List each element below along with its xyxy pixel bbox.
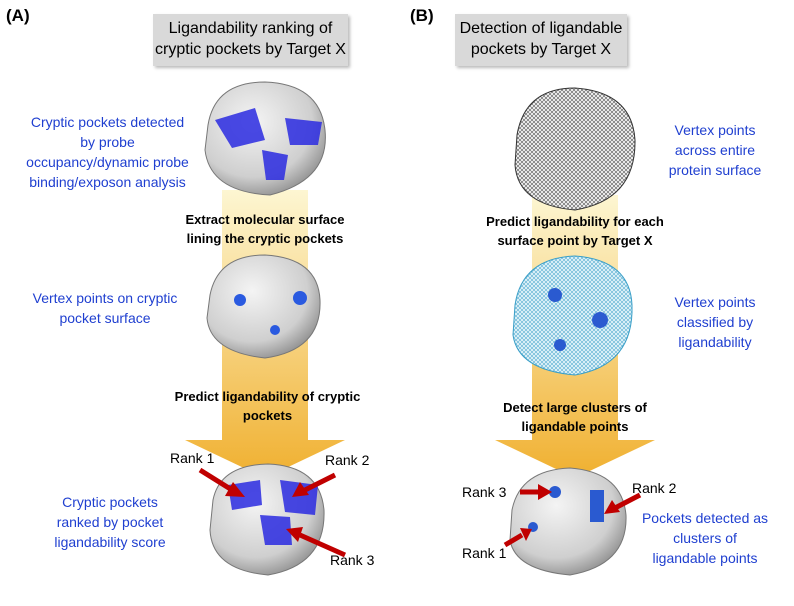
text-line: ligandability xyxy=(678,334,752,350)
text-line: protein surface xyxy=(668,162,762,178)
rank-label-b2: Rank 2 xyxy=(632,480,677,496)
text-line: by probe xyxy=(80,134,135,150)
text-line: Detect large clusters of xyxy=(503,400,647,415)
step-b2: Detect large clusters of ligandable poin… xyxy=(480,398,670,436)
text-line: Predict ligandability for each xyxy=(486,214,664,229)
panel-label-a: (A) xyxy=(6,6,30,25)
desc-b3: Pockets detected as clusters of ligandab… xyxy=(625,508,785,568)
text-line: ranked by pocket xyxy=(56,514,164,530)
rank-label-a1: Rank 1 xyxy=(170,450,215,466)
title-box-b: Detection of ligandable pockets by Targe… xyxy=(455,14,627,66)
step-a2: Predict ligandability of cryptic pockets xyxy=(150,387,385,425)
title-b-line1: Detection of ligandable xyxy=(459,20,623,37)
step-a1: Extract molecular surface lining the cry… xyxy=(160,210,370,248)
protein-b1 xyxy=(514,87,636,211)
protein-a1 xyxy=(204,81,326,196)
desc-a3: Cryptic pockets ranked by pocket liganda… xyxy=(30,492,190,552)
text-line: pocket surface xyxy=(59,310,151,326)
text-line: Pockets detected as xyxy=(641,510,769,526)
text-line: Vertex points xyxy=(674,294,756,310)
text-line: ligandable points xyxy=(652,550,758,566)
text-line: pockets xyxy=(242,408,293,423)
title-b-line2: pockets by Target X xyxy=(470,41,612,58)
desc-a1: Cryptic pockets detected by probe occupa… xyxy=(10,112,205,192)
text-line: classified by xyxy=(676,314,754,330)
text-line: ligandable points xyxy=(521,419,629,434)
text-line: Vertex points on cryptic xyxy=(32,290,178,306)
title-box-a: Ligandability ranking of cryptic pockets… xyxy=(153,14,348,66)
text-line: lining the cryptic pockets xyxy=(186,231,344,246)
text-line: Extract molecular surface xyxy=(185,212,345,227)
text-line: across entire xyxy=(674,142,756,158)
protein-b3 xyxy=(509,467,627,576)
title-a-line1: Ligandability ranking of xyxy=(168,20,333,37)
protein-b2 xyxy=(512,255,633,376)
rank-label-b3: Rank 3 xyxy=(462,484,507,500)
text-line: ligandability score xyxy=(54,534,166,550)
text-line: clusters of xyxy=(673,530,737,546)
panel-label-b: (B) xyxy=(410,6,434,25)
rank-arrows xyxy=(198,467,642,558)
desc-b2: Vertex points classified by ligandabilit… xyxy=(650,292,780,352)
rank-label-a2: Rank 2 xyxy=(325,452,370,468)
title-a-line2: cryptic pockets by Target X xyxy=(155,41,346,58)
text-line: Vertex points xyxy=(674,122,756,138)
text-line: occupancy/dynamic probe xyxy=(26,154,189,170)
text-line: surface point by Target X xyxy=(497,233,653,248)
rank-label-b1: Rank 1 xyxy=(462,545,507,561)
rank-label-a3: Rank 3 xyxy=(330,552,375,568)
protein-a3 xyxy=(209,463,325,576)
text-line: binding/exposon analysis xyxy=(29,174,186,190)
text-line: Cryptic pockets xyxy=(62,494,158,510)
text-line: Cryptic pockets detected xyxy=(30,114,185,130)
desc-a2: Vertex points on cryptic pocket surface xyxy=(15,288,195,328)
desc-b1: Vertex points across entire protein surf… xyxy=(650,120,780,180)
step-b1: Predict ligandability for each surface p… xyxy=(465,212,685,250)
text-line: Predict ligandability of cryptic xyxy=(174,389,361,404)
protein-a2 xyxy=(206,254,321,359)
